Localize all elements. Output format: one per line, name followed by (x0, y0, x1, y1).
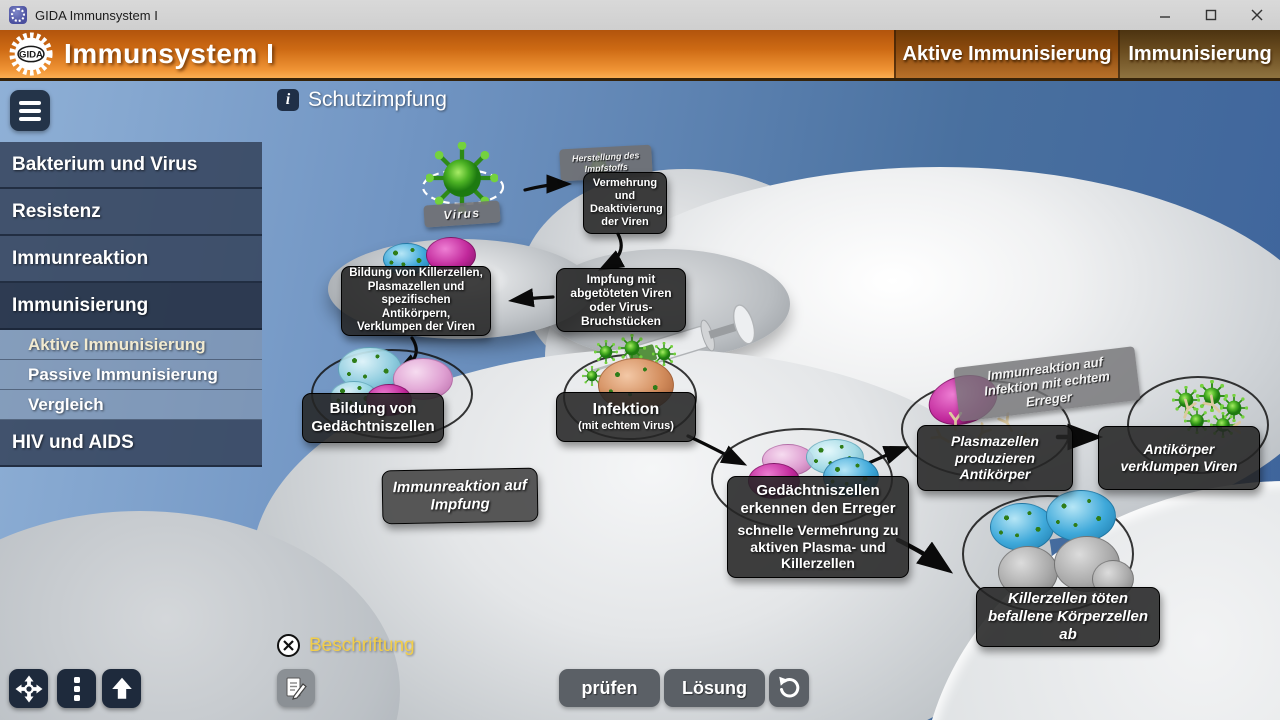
killer-cell (1046, 490, 1116, 542)
maximize-button[interactable] (1188, 0, 1234, 30)
scroll-up-button[interactable] (102, 669, 141, 708)
label-bildung-von-killerzellen[interactable]: Bildung von Killerzellen, Plasmazellen u… (341, 266, 491, 336)
label-impfung-mit-abgetoeteten-viren[interactable]: Impfung mit abgetöteten Viren oder Virus… (556, 268, 686, 332)
header-nav-immunisierung[interactable]: Immunisierung (1118, 30, 1280, 78)
menu-hamburger-icon[interactable] (10, 90, 50, 131)
notes-button[interactable] (277, 669, 315, 707)
window-title: GIDA Immunsystem I (35, 7, 158, 23)
sidebar-item-resistenz[interactable]: Resistenz (0, 189, 262, 236)
app-header: GIDA Immunsystem I Aktive Immunisierung … (0, 30, 1280, 81)
sidebar-item-hiv-und-aids[interactable]: HIV und AIDS (0, 420, 262, 467)
label-plasmazellen-produzieren[interactable]: Plasmazellen produzieren Antikörper (917, 425, 1073, 491)
pan-move-button[interactable] (9, 669, 48, 708)
svg-text:GIDA: GIDA (19, 49, 43, 60)
pan-icon (15, 675, 42, 702)
label-antikoerper-verklumpen[interactable]: Antikörper verklumpen Viren (1098, 426, 1260, 490)
reset-icon (779, 676, 800, 698)
beschriftung-label: Beschriftung (309, 634, 415, 656)
info-icon[interactable] (277, 89, 299, 111)
up-arrow-icon (111, 677, 132, 699)
label-vermehrung-und-deaktivierung[interactable]: Vermehrung und Deaktivierung der Viren (583, 172, 667, 234)
label-gedaechtniszellen-line: Gedächtniszellen erkennen den Erreger (740, 482, 896, 517)
header-nav-aktive-immunisierung[interactable]: Aktive Immunisierung (894, 30, 1118, 78)
app-title: Immunsystem I (64, 38, 275, 69)
page-title: Schutzimpfung (308, 88, 447, 111)
edit-document-icon (286, 677, 307, 700)
sidebar-item-immunisierung[interactable]: Immunisierung (0, 283, 262, 330)
label-gedaechtniszellen-erkennen[interactable]: Gedächtniszellen erkennen den Erreger sc… (727, 476, 909, 578)
label-bildung-von-gedaechtniszellen[interactable]: Bildung von Gedächtniszellen (302, 393, 444, 443)
loesung-button[interactable]: Lösung (664, 669, 765, 707)
killer-cell (990, 503, 1054, 551)
label-killerzellen-toeten[interactable]: Killerzellen töten befallene Körperzelle… (976, 587, 1160, 647)
title-bar: GIDA Immunsystem I (0, 0, 1280, 30)
gida-logo-icon: GIDA (9, 32, 53, 76)
pruefen-button[interactable]: prüfen (559, 669, 660, 707)
close-button[interactable] (1234, 0, 1280, 30)
beschriftung-toggle-icon[interactable] (277, 634, 300, 657)
more-options-button[interactable] (57, 669, 96, 708)
sidebar-subitem-aktive-immunisierung[interactable]: Aktive Immunisierung (0, 330, 262, 360)
virus-icon (594, 340, 618, 364)
label-infektion-title: Infektion (592, 401, 660, 419)
label-infektion-sub: (mit echtem Virus) (578, 419, 674, 432)
label-infektion[interactable]: Infektion (mit echtem Virus) (556, 392, 696, 442)
sidebar-item-bakterium-und-virus[interactable]: Bakterium und Virus (0, 142, 262, 189)
app-icon (9, 6, 27, 24)
sidebar-menu: Bakterium und Virus Resistenz Immunreakt… (0, 142, 262, 467)
label-immunreaktion-auf-impfung: Immunreaktion auf Impfung (381, 467, 539, 525)
sidebar-subitem-passive-immunisierung[interactable]: Passive Immunisierung (0, 360, 262, 390)
label-schnelle-vermehrung-line: schnelle Vermehrung zu aktiven Plasma- u… (737, 522, 899, 572)
kebab-dots-icon (73, 676, 80, 701)
sidebar-subitem-vergleich[interactable]: Vergleich (0, 390, 262, 420)
minimize-button[interactable] (1142, 0, 1188, 30)
sidebar-item-immunreaktion[interactable]: Immunreaktion (0, 236, 262, 283)
reset-button[interactable] (769, 669, 809, 707)
